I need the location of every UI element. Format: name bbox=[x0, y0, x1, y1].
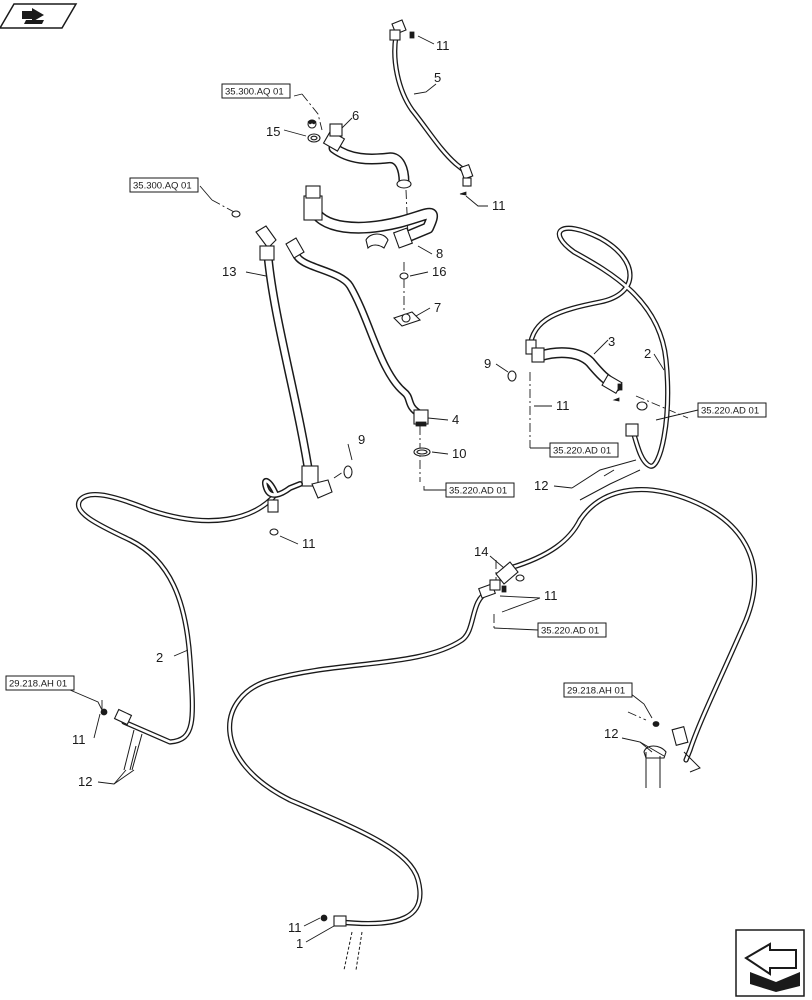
hose-3[interactable] bbox=[531, 347, 623, 394]
callout-11: 11 bbox=[556, 398, 570, 413]
hose-8[interactable] bbox=[303, 185, 438, 250]
hose-5[interactable] bbox=[389, 19, 474, 196]
callout-4: 4 bbox=[452, 412, 459, 427]
plate-12-left bbox=[123, 729, 143, 771]
plate-12-right bbox=[643, 745, 701, 788]
callout-11: 11 bbox=[544, 588, 558, 603]
seal-10 bbox=[413, 447, 431, 457]
tube-4[interactable] bbox=[285, 237, 429, 427]
callout-10: 10 bbox=[452, 446, 466, 461]
svg-text:35.220.AD 01: 35.220.AD 01 bbox=[449, 486, 507, 497]
next-page-arrow-icon[interactable] bbox=[735, 929, 805, 997]
callout-13: 13 bbox=[222, 264, 236, 279]
callout-2: 2 bbox=[156, 650, 163, 665]
reference-box[interactable]: 35.300.AQ 01 bbox=[221, 83, 291, 99]
book-arrow-icon[interactable] bbox=[0, 3, 78, 29]
clamp-7 bbox=[392, 311, 422, 327]
reference-box[interactable]: 29.218.AH 01 bbox=[5, 675, 75, 691]
callouts: 11 5 6 15 11 13 8 16 7 3 2 9 11 4 9 10 1… bbox=[72, 38, 651, 951]
callout-2: 2 bbox=[644, 346, 651, 361]
callout-14: 14 bbox=[474, 544, 488, 559]
seal-9-right bbox=[507, 370, 517, 382]
callout-5: 5 bbox=[434, 70, 441, 85]
callout-9: 9 bbox=[484, 356, 491, 371]
callout-1: 1 bbox=[296, 936, 303, 951]
hose-13[interactable] bbox=[231, 210, 333, 499]
callout-11: 11 bbox=[436, 38, 450, 53]
callout-11: 11 bbox=[288, 920, 302, 935]
callout-9: 9 bbox=[358, 432, 365, 447]
plate-12-bottom bbox=[343, 931, 363, 971]
callout-6: 6 bbox=[352, 108, 359, 123]
hose-1[interactable] bbox=[227, 583, 496, 927]
callout-11: 11 bbox=[72, 732, 86, 747]
callout-8: 8 bbox=[436, 246, 443, 261]
references: 35.300.AQ 01 35.300.AQ 01 35.220.AD 01 3… bbox=[5, 83, 767, 698]
reference-box[interactable]: 35.220.AD 01 bbox=[697, 402, 767, 418]
leader-lines bbox=[69, 35, 699, 943]
seal-15 bbox=[307, 133, 321, 143]
callout-16: 16 bbox=[432, 264, 446, 279]
callout-12: 12 bbox=[78, 774, 92, 789]
callout-11: 11 bbox=[492, 198, 506, 213]
seal-16 bbox=[399, 272, 409, 280]
svg-text:35.300.AQ 01: 35.300.AQ 01 bbox=[133, 181, 192, 192]
plate-12-mid bbox=[571, 459, 641, 501]
hose-6[interactable] bbox=[307, 119, 412, 189]
callout-12: 12 bbox=[534, 478, 548, 493]
svg-text:35.220.AD 01: 35.220.AD 01 bbox=[701, 406, 759, 417]
reference-box[interactable]: 35.220.AD 01 bbox=[537, 622, 607, 638]
callout-11: 11 bbox=[302, 536, 316, 551]
hose-2-left[interactable] bbox=[75, 477, 303, 745]
callout-7: 7 bbox=[434, 300, 441, 315]
reference-box[interactable]: 35.300.AQ 01 bbox=[129, 177, 199, 193]
hose-14[interactable] bbox=[489, 487, 758, 763]
hose-2-right[interactable] bbox=[525, 225, 671, 469]
reference-box[interactable]: 35.220.AD 01 bbox=[445, 482, 515, 498]
svg-text:35.220.AD 01: 35.220.AD 01 bbox=[541, 626, 599, 637]
seal-9-left bbox=[343, 465, 353, 479]
callout-3: 3 bbox=[608, 334, 615, 349]
reference-box[interactable]: 35.220.AD 01 bbox=[549, 442, 619, 458]
reference-box[interactable]: 29.218.AH 01 bbox=[563, 682, 633, 698]
svg-text:29.218.AH 01: 29.218.AH 01 bbox=[9, 679, 67, 690]
svg-text:29.218.AH 01: 29.218.AH 01 bbox=[567, 686, 625, 697]
callout-15: 15 bbox=[266, 124, 280, 139]
svg-text:35.220.AD 01: 35.220.AD 01 bbox=[553, 446, 611, 457]
callout-12: 12 bbox=[604, 726, 618, 741]
svg-text:35.300.AQ 01: 35.300.AQ 01 bbox=[225, 87, 284, 98]
